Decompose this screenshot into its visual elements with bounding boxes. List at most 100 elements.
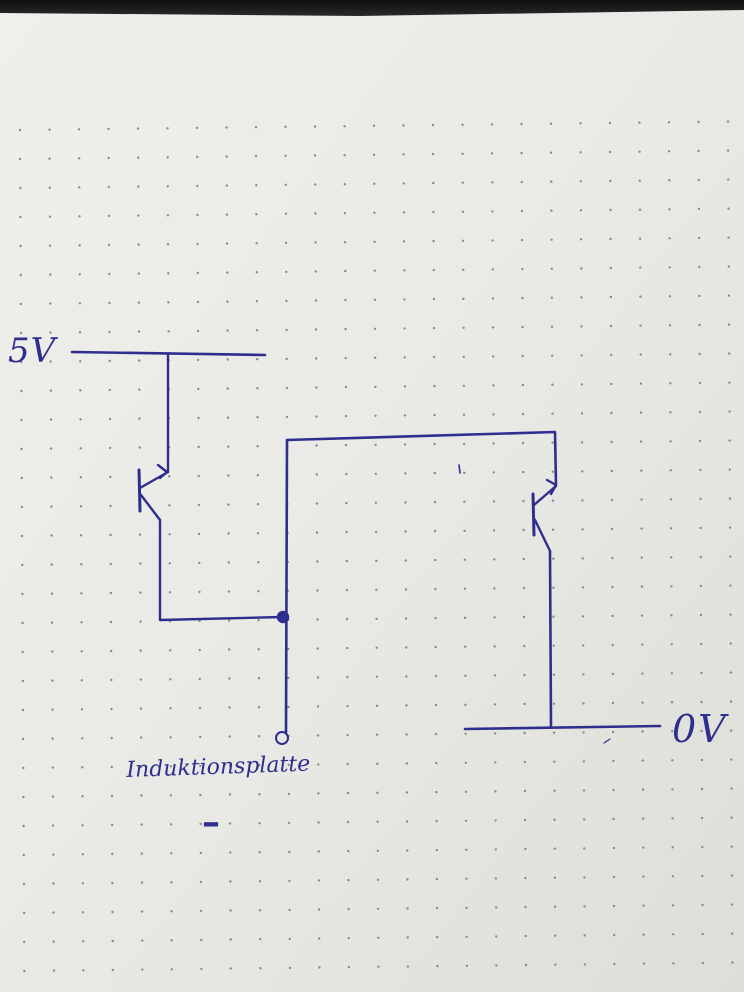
grid-dot (463, 587, 467, 590)
grid-dot (640, 556, 643, 559)
grid-dot (229, 851, 232, 854)
grid-dot (81, 737, 84, 740)
grid-dot (403, 443, 407, 446)
grid-dot (315, 444, 318, 447)
grid-dot (493, 674, 497, 677)
grid-dot (49, 360, 52, 363)
grid-dot (641, 701, 644, 704)
grid-dot (227, 590, 231, 593)
grid-dot (435, 761, 438, 765)
grid-dot (109, 620, 113, 624)
grid-dot (110, 765, 114, 769)
grid-dot (199, 764, 202, 768)
grid-dot (521, 354, 524, 358)
grid-dot (464, 761, 467, 764)
grid-dot (170, 881, 173, 884)
grid-dot (729, 584, 732, 587)
grid-dot (79, 447, 82, 450)
grid-dot (318, 937, 321, 940)
grid-dot (225, 213, 229, 216)
grid-dot (583, 847, 586, 850)
grid-dot (554, 934, 557, 937)
grid-dot (196, 155, 199, 159)
grid-dot (20, 534, 24, 538)
grid-dot (346, 762, 349, 766)
grid-dot (433, 413, 436, 417)
grid-dot (196, 184, 199, 188)
grid-dot (316, 676, 320, 679)
grid-dot (137, 156, 140, 159)
grid-dot (583, 934, 586, 937)
grid-dot (700, 787, 704, 791)
grid-dot (522, 615, 526, 619)
stray-mark (603, 738, 611, 744)
grid-dot (376, 762, 379, 765)
left-transistor (137, 463, 170, 522)
grid-dot (344, 269, 347, 273)
grid-dot (22, 882, 26, 886)
grid-dot (699, 584, 703, 588)
grid-dot (284, 125, 287, 128)
grid-dot (21, 737, 25, 741)
grid-dot (553, 847, 556, 850)
grid-dot (197, 503, 201, 507)
grid-dot (612, 759, 615, 763)
grid-dot (373, 182, 376, 185)
grid-dot (109, 533, 112, 537)
grid-dot (23, 940, 26, 944)
grid-dot (50, 621, 54, 624)
grid-dot (553, 789, 556, 792)
grid-dot (730, 874, 734, 877)
grid-dot (108, 359, 111, 363)
grid-dot (80, 650, 83, 653)
grid-dot (670, 730, 674, 733)
grid-dot (225, 184, 228, 187)
grid-dot (583, 876, 586, 879)
grid-dot (698, 352, 701, 356)
grid-dot (612, 817, 615, 821)
grid-dot (168, 591, 172, 594)
grid-dot (406, 878, 409, 881)
grid-dot (49, 273, 52, 276)
grid-dot (52, 969, 56, 972)
grid-dot (21, 708, 25, 712)
grid-dot (315, 415, 318, 418)
grid-dot (728, 526, 732, 529)
grid-dot (582, 760, 585, 763)
grid-dot (110, 678, 113, 682)
grid-dot (671, 817, 674, 820)
grid-dot (701, 845, 704, 849)
grid-dot (50, 592, 54, 595)
grid-dot (254, 155, 258, 158)
grid-dot (108, 417, 112, 421)
grid-dot (377, 936, 380, 939)
grid-dot (641, 730, 644, 733)
ground-rail (463, 724, 662, 731)
grid-dot (406, 936, 409, 939)
grid-dot (523, 702, 526, 706)
grid-dot (612, 875, 616, 879)
grid-dot (284, 241, 288, 244)
grid-dot (432, 297, 436, 301)
grid-dot (110, 794, 114, 798)
grid-dot (434, 732, 438, 736)
grid-dot (728, 352, 731, 355)
grid-dot (579, 151, 582, 154)
grid-dot (462, 355, 465, 358)
grid-dot (611, 614, 614, 618)
grid-dot (551, 383, 554, 386)
grid-dot (375, 588, 378, 591)
grid-dot (345, 472, 348, 476)
grid-dot (166, 185, 169, 188)
grid-dot (199, 909, 203, 913)
grid-dot (22, 824, 25, 828)
grid-dot (316, 647, 319, 650)
grid-dot (462, 326, 465, 329)
grid-dot (463, 471, 466, 474)
grid-dot (79, 360, 82, 363)
grid-dot (612, 846, 615, 850)
grid-dot (642, 962, 646, 965)
grid-dot (522, 499, 525, 503)
grid-dot (701, 932, 704, 936)
grid-dot (667, 121, 671, 124)
